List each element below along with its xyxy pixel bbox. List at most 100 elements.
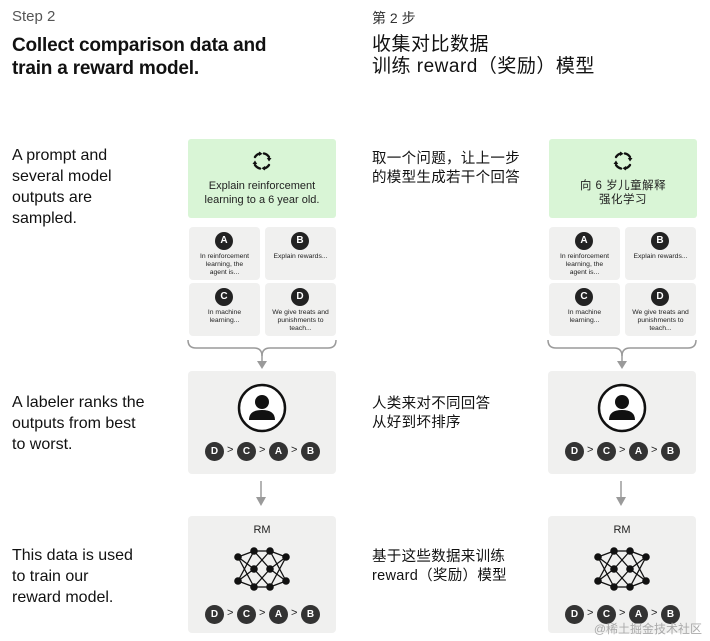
description-train: 基于这些数据来训练 reward（奖励）模型 bbox=[372, 548, 507, 586]
rank-badge: B bbox=[661, 442, 680, 461]
output-text: In reinforcement learning, the agent is.… bbox=[551, 253, 618, 278]
output-badge: A bbox=[575, 232, 593, 250]
rank-badge: C bbox=[237, 605, 256, 624]
right-column-chinese: 第 2 步 收集对比数据 训练 reward（奖励）模型 取一个问题，让上一步 … bbox=[360, 0, 710, 641]
rank-badge: C bbox=[237, 442, 256, 461]
ranking-panel: D > C > A > B bbox=[188, 371, 336, 474]
ranking-row: D > C > A > B bbox=[565, 605, 681, 625]
rank-badge: D bbox=[565, 605, 584, 624]
prompt-line: 向 6 岁儿童解释 bbox=[579, 180, 667, 192]
output-line: learning... bbox=[209, 317, 240, 325]
description-line: outputs from best bbox=[12, 415, 136, 432]
output-line: agent is... bbox=[569, 269, 600, 277]
step-title-line-1: Collect comparison data and bbox=[12, 35, 267, 56]
rm-label: RM bbox=[253, 524, 271, 536]
output-line: teach... bbox=[649, 325, 672, 333]
output-text: Explain rewards... bbox=[627, 253, 694, 261]
description-rank: A labeler ranks the outputs from best to… bbox=[12, 392, 145, 455]
output-text: We give treats and punishments to teach.… bbox=[267, 309, 334, 334]
description-sample: A prompt and several model outputs are s… bbox=[12, 145, 112, 229]
rm-label: RM bbox=[613, 524, 631, 536]
output-card-b: B Explain rewards... bbox=[625, 227, 696, 280]
output-line: punishments to bbox=[277, 317, 324, 325]
description-line: reward model. bbox=[12, 589, 114, 606]
rank-separator: > bbox=[227, 607, 234, 619]
output-badge: B bbox=[651, 232, 669, 250]
output-badge: C bbox=[575, 288, 593, 306]
step-label: Step 2 bbox=[12, 8, 56, 25]
rank-separator: > bbox=[651, 607, 658, 619]
step-title: 收集对比数据 训练 reward（奖励）模型 bbox=[372, 34, 595, 78]
rank-badge: C bbox=[597, 442, 616, 461]
down-arrow-icon bbox=[257, 361, 267, 369]
left-column-english: Step 2 Collect comparison data and train… bbox=[12, 8, 337, 633]
output-text: In machine learning... bbox=[551, 309, 618, 325]
watermark: @稀土掘金技术社区 bbox=[593, 622, 702, 636]
rank-separator: > bbox=[587, 444, 594, 456]
output-line: agent is... bbox=[209, 269, 240, 277]
output-badge: C bbox=[215, 288, 233, 306]
description-line: 基于这些数据来训练 bbox=[372, 549, 506, 565]
output-line: In reinforcement bbox=[199, 253, 250, 260]
step-title-line-2: train a reward model. bbox=[12, 58, 199, 79]
output-line: learning, the bbox=[205, 261, 244, 269]
output-text: We give treats and punishments to teach.… bbox=[627, 309, 694, 334]
output-line: In reinforcement bbox=[559, 253, 610, 260]
step-title-line-2: 训练 reward（奖励）模型 bbox=[372, 56, 595, 77]
rank-separator: > bbox=[259, 444, 266, 456]
output-line: punishments to bbox=[637, 317, 684, 325]
down-arrow-icon bbox=[617, 361, 627, 369]
output-card-c: C In machine learning... bbox=[549, 283, 620, 336]
description-line: to worst. bbox=[12, 436, 73, 453]
output-badge: B bbox=[291, 232, 309, 250]
neural-network-icon bbox=[594, 547, 650, 591]
ranking-row: D > C > A > B bbox=[205, 442, 321, 462]
output-card-c: C In machine learning... bbox=[189, 283, 260, 336]
down-arrow-icon bbox=[256, 481, 266, 506]
output-card-a: A In reinforcement learning, the agent i… bbox=[549, 227, 620, 280]
description-line: 的模型生成若干个回答 bbox=[372, 170, 520, 186]
rank-badge: D bbox=[205, 442, 224, 461]
description-line: to train our bbox=[12, 568, 89, 585]
rank-separator: > bbox=[619, 444, 626, 456]
prompt-box: 向 6 岁儿童解释 强化学习 bbox=[549, 139, 697, 218]
rank-badge: A bbox=[629, 442, 648, 461]
output-card-d: D We give treats and punishments to teac… bbox=[265, 283, 336, 336]
step-title-line-1: 收集对比数据 bbox=[372, 34, 490, 55]
prompt-line: 强化学习 bbox=[599, 194, 647, 206]
output-card-b: B Explain rewards... bbox=[265, 227, 336, 280]
output-line: We give treats and bbox=[632, 309, 689, 316]
description-line: 人类来对不同回答 bbox=[372, 396, 491, 412]
rank-separator: > bbox=[619, 607, 626, 619]
output-line: In machine bbox=[207, 309, 242, 316]
output-card-a: A In reinforcement learning, the agent i… bbox=[189, 227, 260, 280]
output-line: We give treats and bbox=[272, 309, 329, 316]
rank-separator: > bbox=[291, 607, 298, 619]
output-line: Explain rewards... bbox=[633, 253, 688, 260]
output-line: learning... bbox=[569, 317, 600, 325]
rank-badge: B bbox=[661, 605, 680, 624]
description-rank: 人类来对不同回答 从好到坏排序 bbox=[372, 395, 490, 433]
rank-badge: A bbox=[269, 605, 288, 624]
description-line: 从好到坏排序 bbox=[372, 415, 461, 431]
rank-separator: > bbox=[259, 607, 266, 619]
rank-separator: > bbox=[651, 444, 658, 456]
prompt-text: 向 6 岁儿童解释 强化学习 bbox=[553, 179, 693, 207]
prompt-text: Explain reinforcement learning to a 6 ye… bbox=[192, 179, 332, 207]
output-text: In machine learning... bbox=[191, 309, 258, 325]
step-title: Collect comparison data and train a rewa… bbox=[12, 34, 267, 80]
description-line: A labeler ranks the bbox=[12, 394, 145, 411]
labeler-person-icon bbox=[597, 383, 647, 433]
output-badge: A bbox=[215, 232, 233, 250]
step-label: 第 2 步 bbox=[372, 10, 416, 26]
description-line: reward（奖励）模型 bbox=[372, 568, 507, 584]
down-arrow-icon bbox=[616, 481, 626, 506]
rank-badge: D bbox=[205, 605, 224, 624]
labeler-person-icon bbox=[237, 383, 287, 433]
reward-model-panel: RM bbox=[188, 516, 336, 633]
description-train: This data is used to train our reward mo… bbox=[12, 545, 133, 608]
refresh-cycle-icon bbox=[252, 151, 272, 171]
output-text: In reinforcement learning, the agent is.… bbox=[191, 253, 258, 278]
description-line: sampled. bbox=[12, 210, 77, 227]
rank-badge: D bbox=[565, 442, 584, 461]
